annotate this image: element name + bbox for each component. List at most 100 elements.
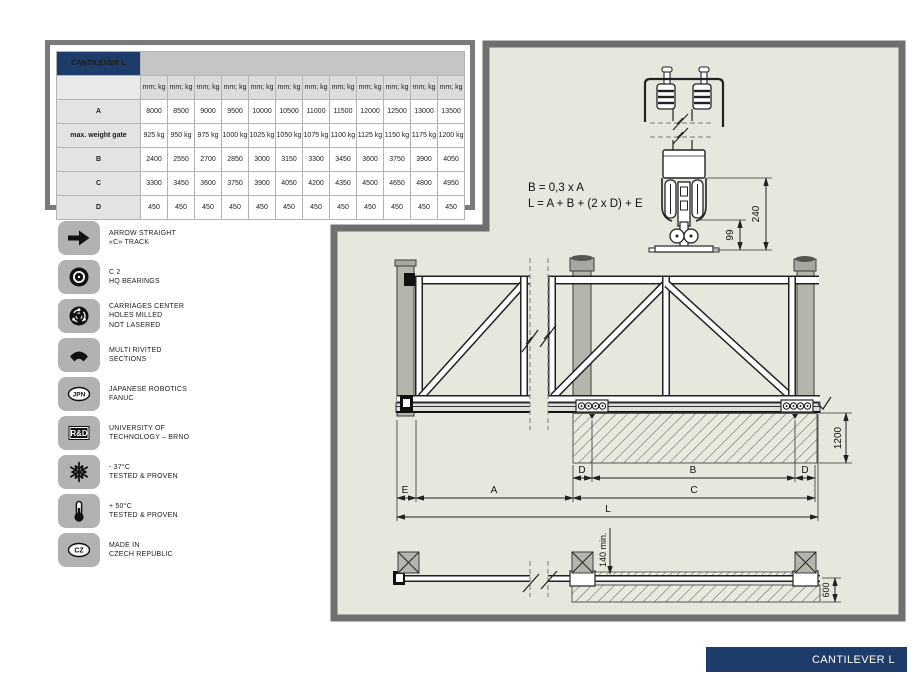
dim-label-a: A — [491, 485, 498, 496]
value-cell: 4950 — [436, 171, 466, 196]
dim-140-min: 140 min. — [598, 532, 608, 567]
unit-header-cell: mm; kg — [194, 75, 222, 100]
spec-table-title-row: CANTILEVER L — [56, 51, 466, 76]
footer-product-badge: CANTILEVER L — [706, 647, 907, 672]
feature-label: ARROW STRAIGHT «C» TRACK — [109, 229, 176, 246]
dim-label-e: E — [402, 485, 409, 496]
footer-product-name: CANTILEVER L — [811, 653, 895, 666]
spec-table-title: CANTILEVER L — [56, 51, 141, 76]
value-cell: 925 kg — [140, 123, 168, 148]
unit-header-cell: mm; kg — [140, 75, 168, 100]
rnd-badge-text: R&D — [70, 429, 88, 438]
feature-c-track: ARROW STRAIGHT «C» TRACK — [58, 221, 239, 255]
value-cell: 1175 kg — [410, 123, 438, 148]
row-label-cell: C — [56, 171, 141, 196]
unit-header-cell: mm; kg — [356, 75, 384, 100]
unit-header-cell: mm; kg — [329, 75, 357, 100]
value-cell: 3600 — [356, 147, 384, 172]
unit-header-cell: mm; kg — [302, 75, 330, 100]
value-cell: 450 — [275, 195, 303, 220]
gate-elevation-drawing: 1200 — [394, 255, 852, 464]
value-cell: 4050 — [275, 171, 303, 196]
value-cell: 3900 — [248, 171, 276, 196]
unit-header-cell: mm; kg — [410, 75, 438, 100]
value-cell: 3900 — [410, 147, 438, 172]
value-cell: 450 — [140, 195, 168, 220]
value-cell: 2850 — [221, 147, 249, 172]
value-cell: 2550 — [167, 147, 195, 172]
value-cell: 2700 — [194, 147, 222, 172]
value-cell: 3450 — [329, 147, 357, 172]
feature-label: MULTI RIVITED SECTIONS — [109, 346, 162, 363]
spec-table-corner-cell — [56, 75, 141, 100]
value-cell: 9500 — [221, 99, 249, 124]
row-label-cell: B — [56, 147, 141, 172]
unit-header-cell: mm; kg — [383, 75, 411, 100]
jpn-badge-icon: JPN — [58, 377, 100, 411]
value-cell: 1125 kg — [356, 123, 384, 148]
feature-heat-tested: + 50°C TESTED & PROVEN — [58, 494, 239, 528]
feature-label: + 50°C TESTED & PROVEN — [109, 502, 178, 519]
feature-university-brno: R&D UNIVERSITY OF TECHNOLOGY – BRNO — [58, 416, 239, 450]
unit-header-cell: mm; kg — [275, 75, 303, 100]
value-cell: 3450 — [167, 171, 195, 196]
formula-b: B = 0,3 x A — [528, 182, 584, 194]
unit-header-cell: mm; kg — [221, 75, 249, 100]
value-cell: 13500 — [436, 99, 466, 124]
value-cell: 975 kg — [194, 123, 222, 148]
thermometer-icon — [58, 494, 100, 528]
value-cell: 3300 — [140, 171, 168, 196]
carriage-cross-section-drawing: 240 99 — [643, 66, 772, 253]
snowflake-icon — [58, 455, 100, 489]
feature-label: MADE IN CZECH REPUBLIC — [109, 541, 173, 558]
unit-header-cell: mm; kg — [436, 75, 466, 100]
value-cell: 1200 kg — [436, 123, 466, 148]
row-label-cell: A — [56, 99, 141, 124]
value-cell: 450 — [329, 195, 357, 220]
value-cell: 8500 — [167, 99, 195, 124]
dim-label-d-right: D — [801, 465, 808, 476]
dim-label-l: L — [605, 504, 611, 515]
value-cell: 450 — [194, 195, 222, 220]
feature-made-in-cz: CZ MADE IN CZECH REPUBLIC — [58, 533, 239, 567]
value-cell: 4050 — [436, 147, 466, 172]
plan-view-drawing: 140 min. 600 — [393, 528, 841, 603]
unit-header-cell: mm; kg — [167, 75, 195, 100]
dim-240: 240 — [751, 205, 762, 222]
value-cell: 13000 — [410, 99, 438, 124]
dim-label-d-left: D — [578, 465, 585, 476]
value-cell: 4650 — [383, 171, 411, 196]
dim-label-c: C — [690, 485, 697, 496]
value-cell: 10000 — [248, 99, 276, 124]
jpn-badge-text: JPN — [73, 392, 86, 399]
value-cell: 1025 kg — [248, 123, 276, 148]
value-cell: 450 — [302, 195, 330, 220]
value-cell: 1050 kg — [275, 123, 303, 148]
feature-carriages-milled: CARRIAGES CENTER HOLES MILLED NOT LASERE… — [58, 299, 239, 333]
feature-cold-tested: - 37°C TESTED & PROVEN — [58, 455, 239, 489]
value-cell: 1150 kg — [383, 123, 411, 148]
feature-label: CARRIAGES CENTER HOLES MILLED NOT LASERE… — [109, 302, 185, 329]
dim-600: 600 — [821, 582, 831, 597]
value-cell: 12500 — [383, 99, 411, 124]
value-cell: 8000 — [140, 99, 168, 124]
dimension-chains: D B D E A C L — [396, 414, 819, 521]
straight-arrow-icon — [58, 221, 100, 255]
value-cell: 4350 — [329, 171, 357, 196]
bearings-icon — [58, 260, 100, 294]
value-cell: 3150 — [275, 147, 303, 172]
value-cell: 450 — [383, 195, 411, 220]
riveted-sections-icon — [58, 338, 100, 372]
rnd-badge-icon: R&D — [58, 416, 100, 450]
value-cell: 3300 — [302, 147, 330, 172]
value-cell: 4200 — [302, 171, 330, 196]
feature-label: C 2 HQ BEARINGS — [109, 268, 160, 285]
